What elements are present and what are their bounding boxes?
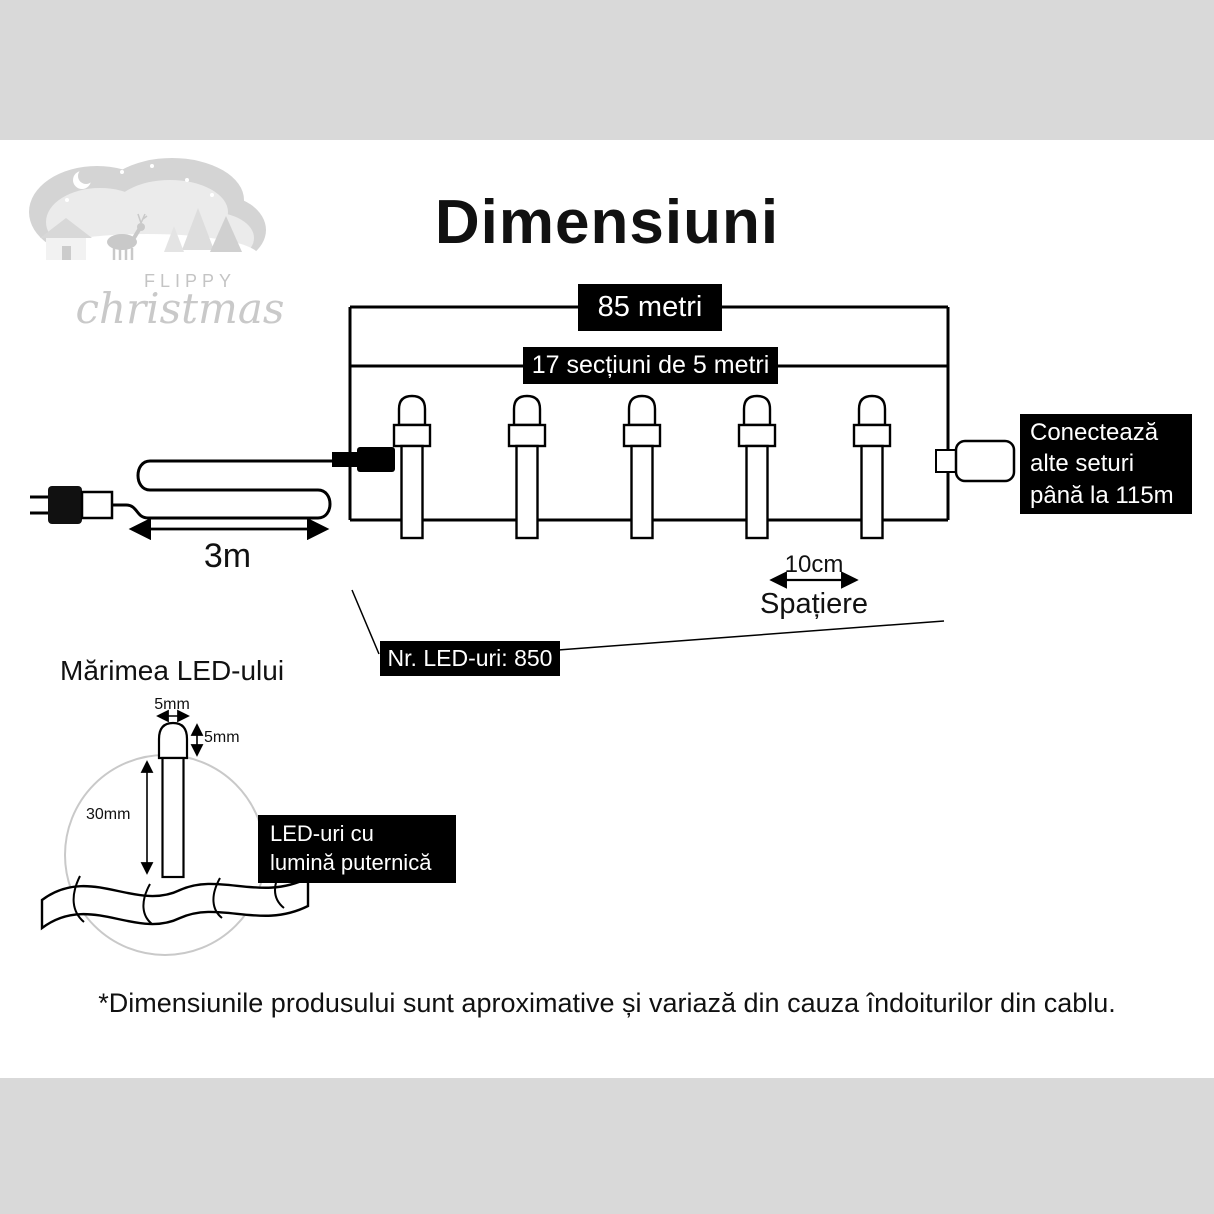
connect-note: Conectează alte seturi până la 115m [1020, 414, 1192, 514]
leader-lines [351, 589, 945, 655]
led-count-label: Nr. LED-uri: 850 [380, 641, 560, 676]
body-height-label: 30mm [86, 806, 131, 823]
spacing-value-label: 10cm [784, 551, 844, 578]
spacing-label: Spațiere [759, 588, 868, 620]
led-size-heading: Mărimea LED-ului [60, 655, 285, 686]
led-bulb-icon [392, 394, 432, 540]
lead-wire [112, 459, 333, 520]
led-bulb-icon [852, 394, 892, 540]
page-title: Dimensiuni [434, 188, 780, 257]
twisted-wire-icon [40, 871, 310, 931]
led-closeup-icon [157, 721, 189, 879]
deer-icon [107, 213, 148, 260]
led-brightness-note: LED-uri cu lumină puternică [258, 815, 456, 883]
lead-length-label: 3m [203, 537, 252, 575]
tree-icon [182, 208, 214, 250]
logo-scene-icon [29, 158, 266, 278]
tree-icon [164, 226, 184, 252]
tree-icon [210, 216, 242, 252]
logo-script-text: christmas [75, 284, 285, 333]
footnote: *Dimensiunile produsului sunt aproximati… [98, 988, 1116, 1018]
bulb-width-label: 5mm [154, 696, 190, 713]
logo-brand-text: FLIPPY [143, 271, 237, 291]
sections-label: 17 secțiuni de 5 metri [523, 347, 778, 384]
inline-connector-icon [332, 447, 395, 472]
bulb-height-label: 5mm [204, 729, 240, 746]
led-bulb-icon [737, 394, 777, 540]
end-connector-icon [935, 439, 1016, 483]
house-icon [40, 218, 92, 238]
led-bulb-icon [507, 394, 547, 540]
total-length-label: 85 metri [578, 284, 722, 331]
led-bulb-icon [622, 394, 662, 540]
power-plug-icon [30, 486, 114, 524]
